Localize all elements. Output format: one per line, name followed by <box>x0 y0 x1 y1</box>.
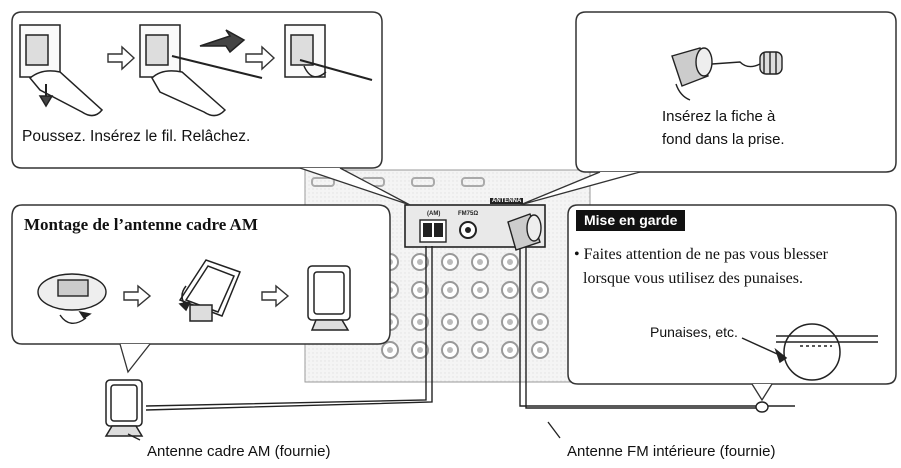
arrow-right-icon <box>107 45 136 71</box>
caution-text-line2: lorsque vous utilisez des punaises. <box>583 270 803 287</box>
fm-plug-icon <box>507 213 769 413</box>
am-loop-antenna-icon <box>307 265 351 331</box>
caution-text-line1: • Faites attention de ne pas vous blesse… <box>574 246 828 263</box>
arrow-right-icon <box>123 284 152 308</box>
arrow-right-icon <box>261 284 290 308</box>
am-antenna-caption: Antenne cadre AM (fournie) <box>147 443 331 460</box>
caution-box <box>567 204 897 402</box>
finger-push-icon <box>19 24 104 117</box>
am-antenna-cable <box>145 246 433 411</box>
fm-antenna-caption: Antenne FM intérieure (fournie) <box>567 443 776 460</box>
am-loop-antenna-icon <box>178 259 241 322</box>
panel-am-label: (AM) <box>427 211 441 217</box>
fm-plug-box <box>519 11 897 206</box>
wire-insert-icon <box>139 24 263 117</box>
terminal-steps-box <box>11 11 411 206</box>
fm-plug-instruction-line1: Insérez la fiche à <box>662 108 776 125</box>
am-loop-antenna-icon <box>104 379 144 437</box>
arrow-right-icon <box>245 45 276 71</box>
am-assembly-title: Montage de l’antenne cadre AM <box>24 215 258 234</box>
terminal-release-icon <box>284 24 373 81</box>
am-assembly-box <box>11 204 391 374</box>
steps-caption: Poussez. Insérez le fil. Relâchez. <box>22 128 251 145</box>
panel-antenna-label: ANTENNA <box>490 198 524 204</box>
fm-plug-instruction-line2: fond dans la prise. <box>662 131 785 148</box>
am-loop-antenna-icon <box>37 273 107 324</box>
thumbtack-icon <box>741 323 878 381</box>
pins-label: Punaises, etc. <box>650 324 738 340</box>
panel-fm-label: FM75Ω <box>458 211 479 217</box>
fm-plug-icon <box>671 47 783 101</box>
fm-antenna-cable <box>519 244 795 409</box>
caution-title: Mise en garde <box>576 210 686 231</box>
